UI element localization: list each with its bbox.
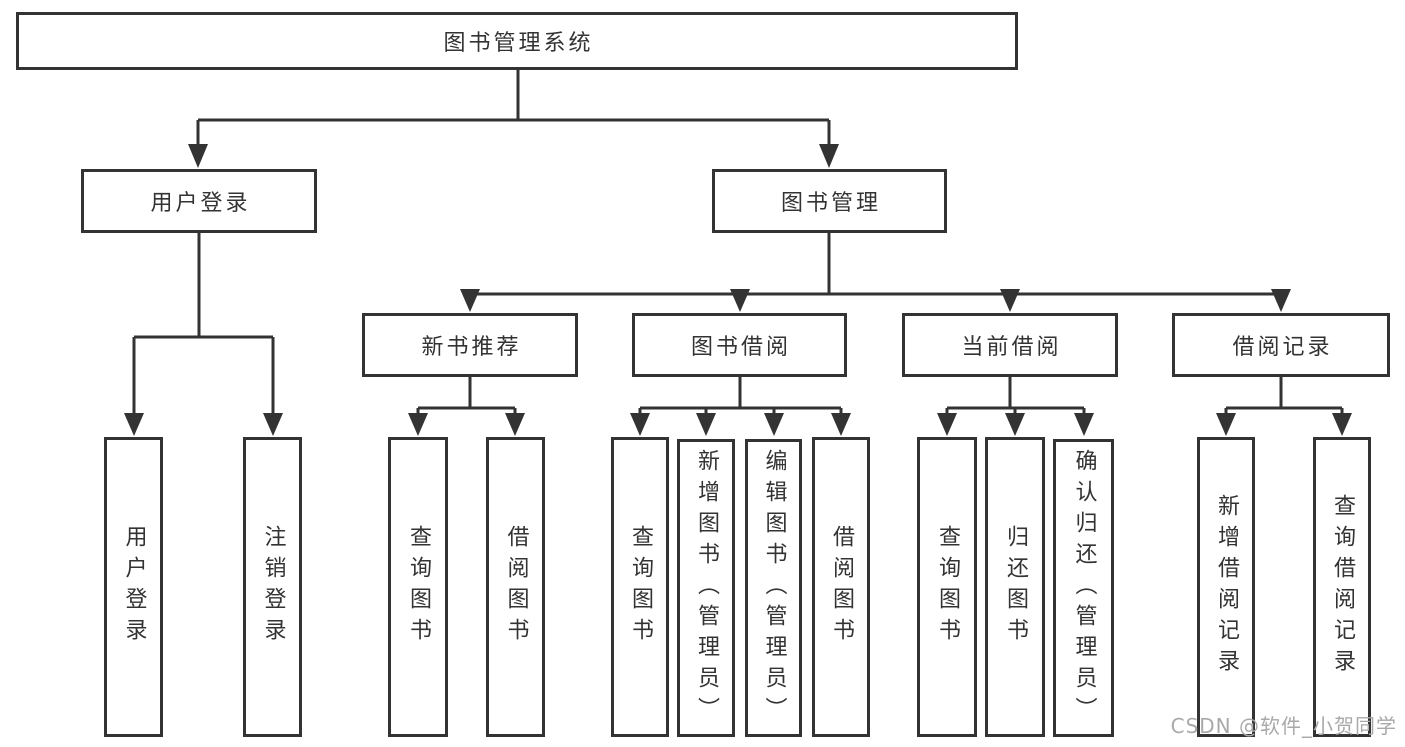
node-new-book-recommend: 新书推荐 [362, 313, 578, 377]
node-logout: 注销登录 [243, 437, 302, 737]
node-query-books-current: 查询图书 [917, 437, 977, 737]
node-confirm-return-admin: 确认归还（管理员） [1053, 439, 1114, 737]
node-add-borrow-record: 新增借阅记录 [1197, 437, 1255, 737]
node-book-management: 图书管理 [712, 169, 947, 233]
node-user-login: 用户登录 [104, 437, 163, 737]
node-query-books-recommend: 查询图书 [388, 437, 448, 737]
node-current-borrow: 当前借阅 [902, 313, 1118, 377]
csdn-watermark: CSDN @软件_小贺同学 [1170, 714, 1397, 738]
node-borrow-books-recommend: 借阅图书 [486, 437, 545, 737]
node-book-borrow: 图书借阅 [632, 313, 847, 377]
node-user-login-group: 用户登录 [81, 169, 317, 233]
connector-strokes [132, 70, 1344, 418]
node-edit-book-admin: 编辑图书（管理员） [745, 439, 802, 737]
connector-arrowheads [124, 144, 1352, 436]
node-return-book: 归还图书 [985, 437, 1045, 737]
node-add-book-admin: 新增图书（管理员） [677, 439, 735, 737]
node-borrow-books: 借阅图书 [812, 437, 870, 737]
node-query-books-borrow: 查询图书 [611, 437, 669, 737]
node-library-management-system: 图书管理系统 [16, 12, 1018, 70]
node-query-borrow-record: 查询借阅记录 [1313, 437, 1371, 737]
node-borrow-records: 借阅记录 [1172, 313, 1390, 377]
